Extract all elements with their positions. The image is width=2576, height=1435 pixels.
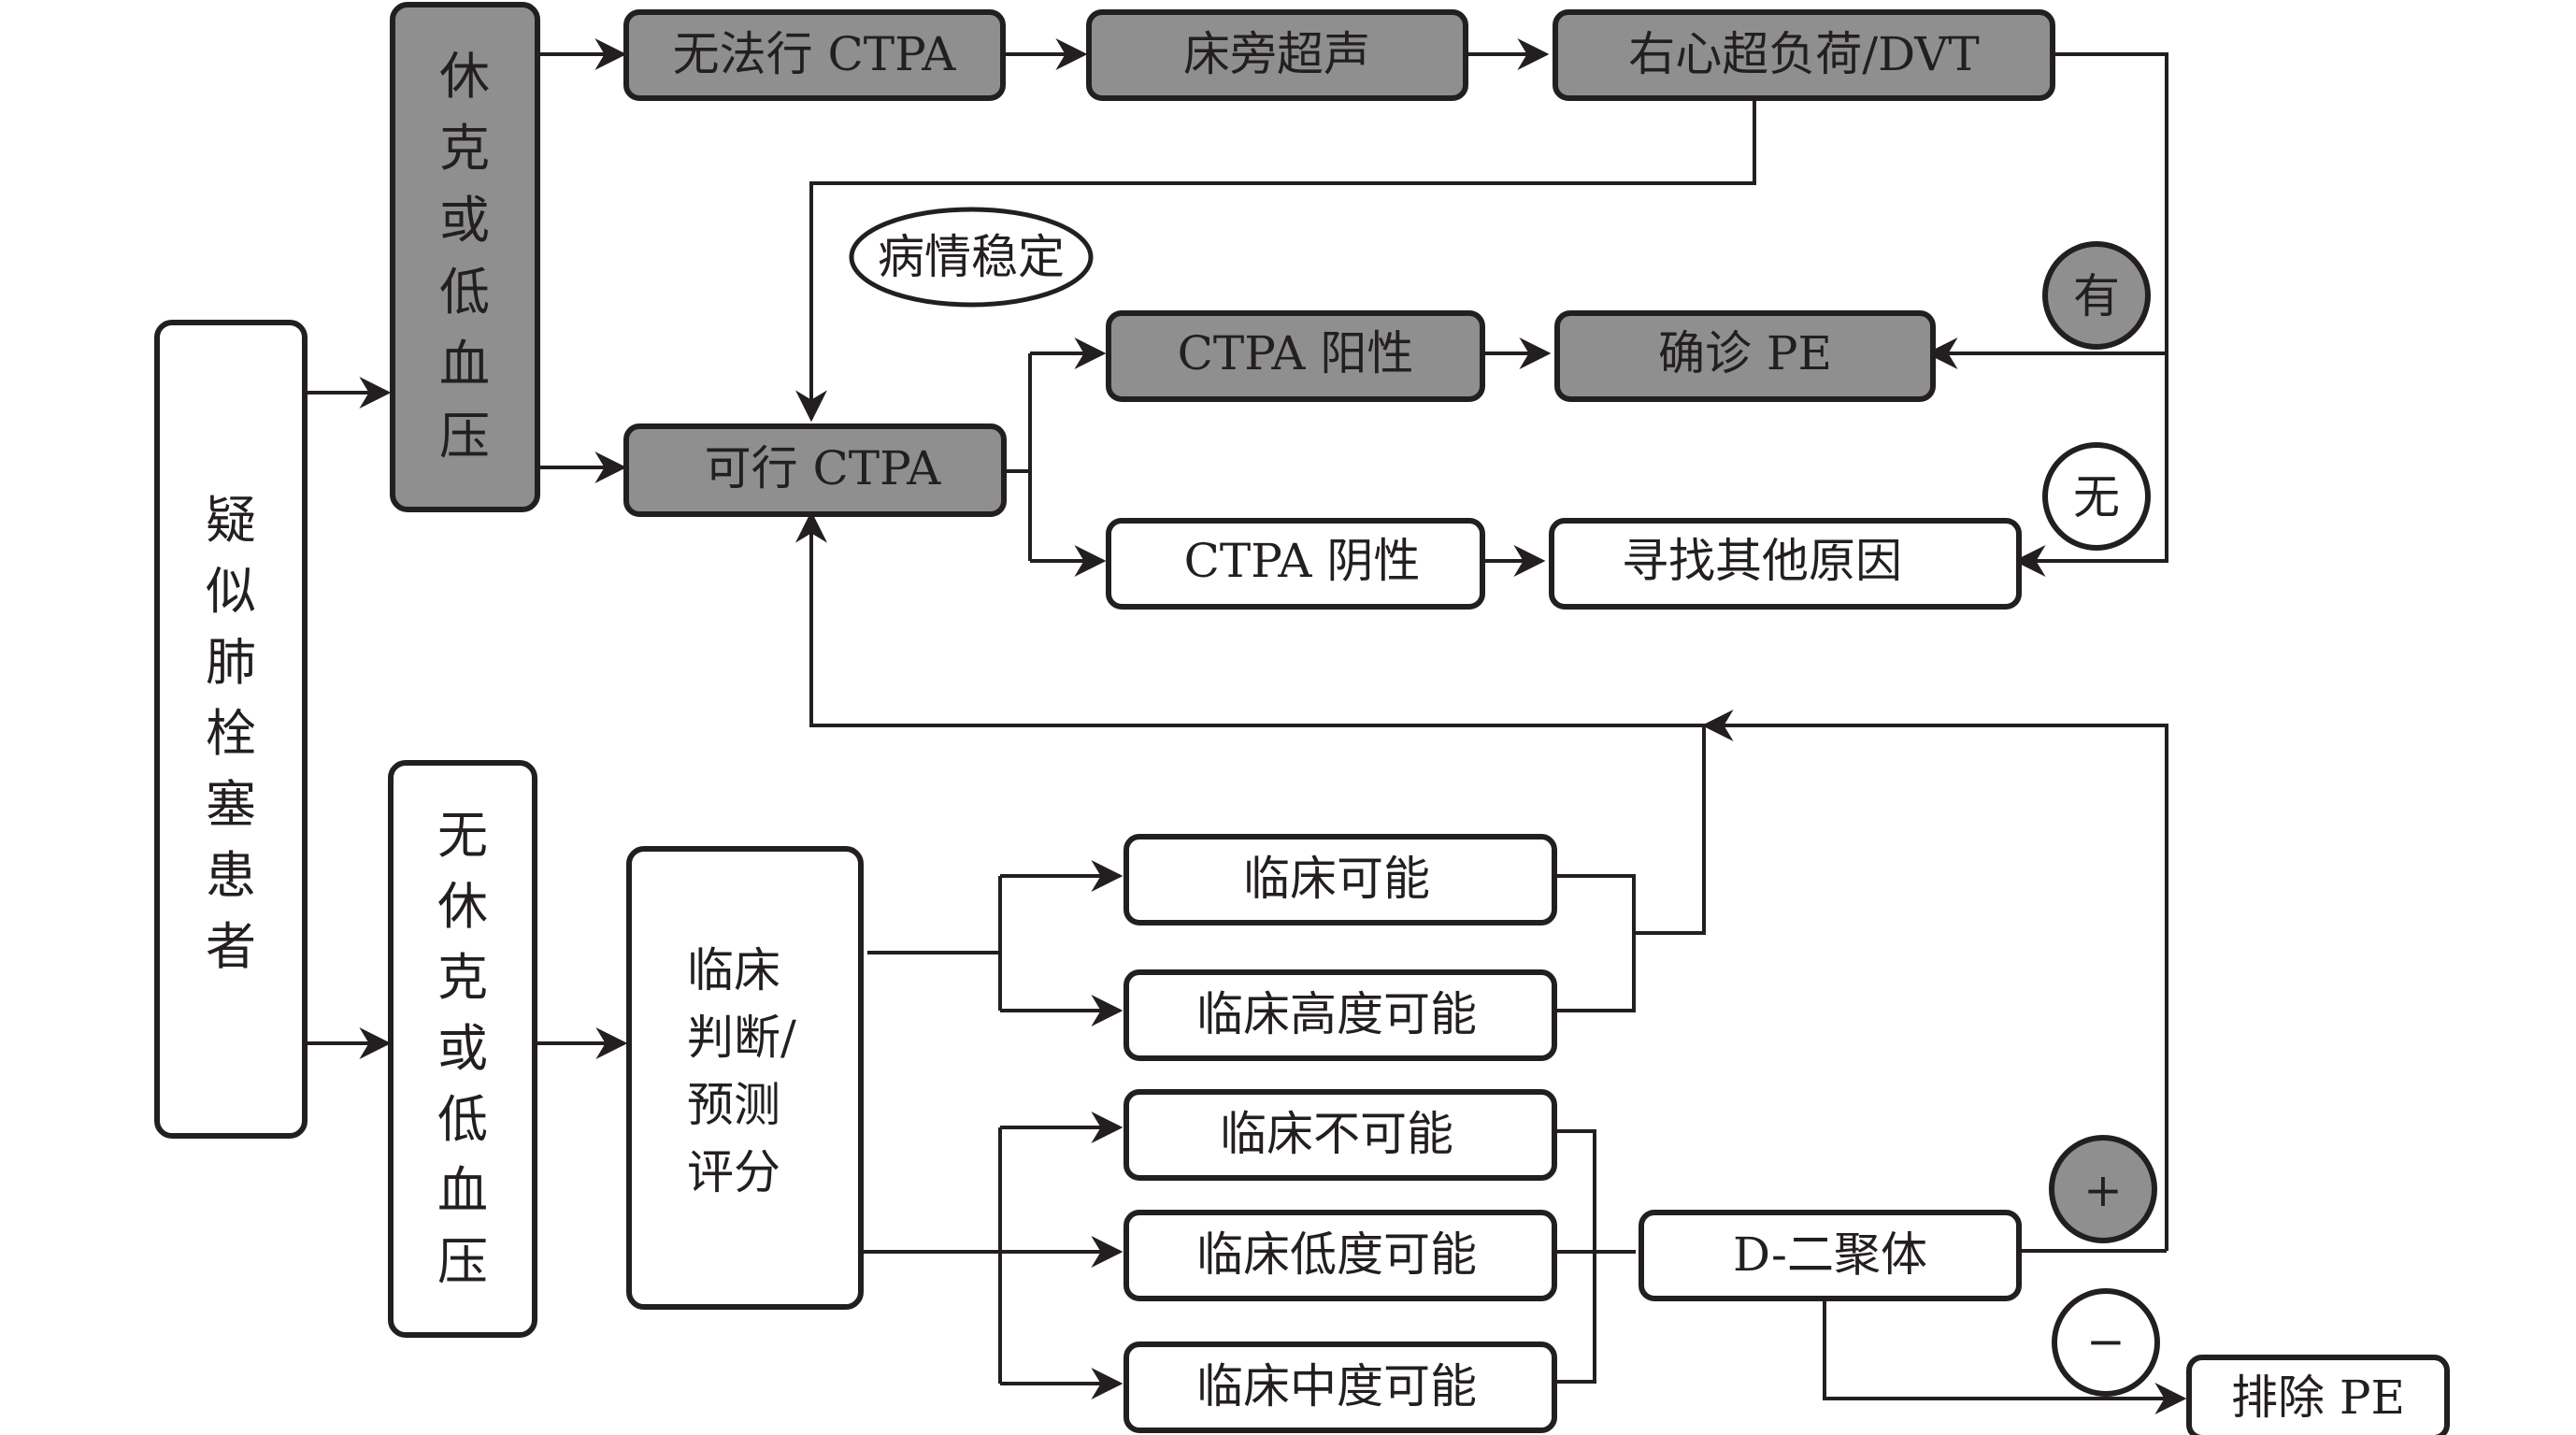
node-other-causes: 寻找其他原因 — [1549, 518, 2022, 610]
edge-lower-merge — [1548, 1129, 1596, 1384]
badge-plus-label: + — [2083, 1163, 2123, 1217]
node-d-dimer: D-二聚体 — [1639, 1210, 2022, 1301]
node-clin-low-label: 临床低度可能 — [1196, 1227, 1477, 1282]
node-shock-label: 休克或低血压 — [439, 47, 490, 466]
node-exclude-pe-label: 排除 PE — [2231, 1370, 2405, 1425]
node-stable: 病情稳定 — [849, 207, 1094, 308]
node-clinical-judgement: 临床判断/预测评分 — [626, 846, 864, 1310]
node-ctpa-possible: 可行 CTPA — [623, 423, 1007, 517]
node-clin-high: 临床高度可能 — [1123, 969, 1557, 1061]
node-other-causes-label: 寻找其他原因 — [1622, 534, 1902, 588]
badge-no: 无 — [2042, 442, 2151, 551]
node-confirm-pe: 确诊 PE — [1554, 310, 1936, 402]
node-bedside-echo-label: 床旁超声 — [1183, 27, 1370, 81]
node-exclude-pe: 排除 PE — [2186, 1355, 2450, 1435]
node-ctpa-positive-label: CTPA 阳性 — [1178, 326, 1414, 380]
edge-possible-merge — [1548, 874, 1636, 1012]
node-shock: 休克或低血压 — [390, 2, 540, 512]
node-no-shock: 无休克或低血压 — [388, 760, 537, 1338]
node-suspected-pe: 疑似肺栓塞患者 — [154, 320, 308, 1139]
connectors — [306, 38, 2187, 1414]
node-confirm-pe-label: 确诊 PE — [1658, 326, 1832, 380]
node-clin-mid: 临床中度可能 — [1123, 1342, 1557, 1433]
badge-no-label: 无 — [2073, 470, 2120, 524]
node-clin-high-label: 临床高度可能 — [1196, 987, 1477, 1041]
badge-minus: − — [2052, 1288, 2160, 1397]
node-ctpa-negative-label: CTPA 阴性 — [1184, 534, 1421, 588]
node-clin-unlikely: 临床不可能 — [1123, 1089, 1557, 1181]
node-rv-overload: 右心超负荷/DVT — [1553, 9, 2055, 101]
node-clin-unlikely-label: 临床不可能 — [1220, 1107, 1453, 1161]
badge-minus-label: − — [2086, 1314, 2125, 1369]
node-suspected-pe-label: 疑似肺栓塞患者 — [206, 491, 256, 976]
node-ctpa-positive: CTPA 阳性 — [1106, 310, 1485, 402]
node-ctpa-negative: CTPA 阴性 — [1106, 518, 1485, 610]
node-no-shock-label: 无休克或低血压 — [437, 806, 488, 1291]
node-clin-possible-label: 临床可能 — [1243, 852, 1430, 906]
node-clinical-judgement-label: 临床判断/预测评分 — [687, 943, 796, 1199]
node-no-ctpa-label: 无法行 CTPA — [673, 27, 957, 81]
node-bedside-echo: 床旁超声 — [1086, 9, 1468, 101]
node-rv-overload-label: 右心超负荷/DVT — [1628, 27, 1980, 81]
edge-return-ctpa — [795, 510, 2168, 1251]
edge-merge-up — [1634, 725, 1706, 935]
node-clin-low: 临床低度可能 — [1123, 1210, 1557, 1301]
badge-yes-label: 有 — [2073, 269, 2120, 323]
edge-ddimer-minus — [1823, 1298, 2187, 1414]
edge-rv-stable-ctpa — [795, 101, 1756, 423]
badge-plus: + — [2049, 1135, 2157, 1243]
node-ctpa-possible-label: 可行 CTPA — [705, 441, 942, 495]
badge-yes: 有 — [2042, 241, 2151, 350]
node-d-dimer-label: D-二聚体 — [1733, 1227, 1927, 1282]
node-no-ctpa: 无法行 CTPA — [623, 9, 1006, 101]
node-clin-mid-label: 临床中度可能 — [1196, 1359, 1477, 1413]
node-clin-possible: 临床可能 — [1123, 834, 1557, 926]
node-stable-label: 病情稳定 — [878, 230, 1065, 284]
